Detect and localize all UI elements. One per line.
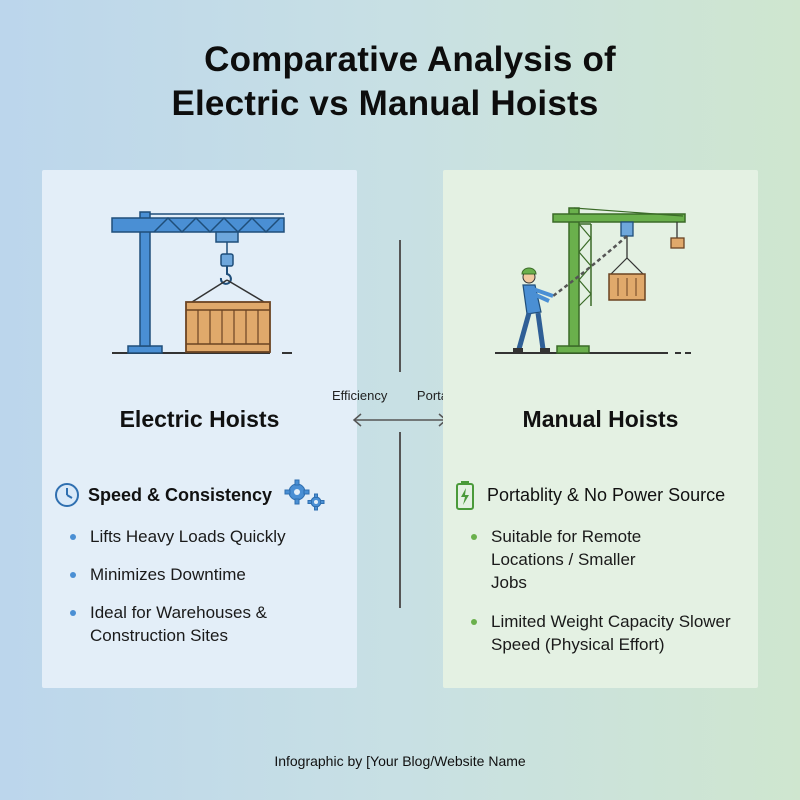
title-line-2: Electric vs Manual Hoists xyxy=(171,84,599,123)
electric-feature-label: Speed & Consistency xyxy=(88,484,273,505)
list-item: Ideal for Warehouses & Construction Site… xyxy=(70,601,300,647)
list-item: Limited Weight Capacity Slower Speed (Ph… xyxy=(471,610,746,656)
list-item: Suitable for Remote Locations / Smaller … xyxy=(471,525,671,594)
manual-feature: Portablity & No Power Source xyxy=(455,480,750,510)
electric-crane-illustration xyxy=(111,211,292,354)
gears-icon xyxy=(284,479,325,511)
manual-feature-label: Portablity & No Power Source xyxy=(487,484,726,505)
center-divider-top xyxy=(399,240,401,372)
center-divider-bottom xyxy=(399,432,401,608)
battery-icon xyxy=(456,481,474,510)
electric-bullets: Lifts Heavy Loads Quickly Minimizes Down… xyxy=(70,525,349,662)
clock-icon xyxy=(55,483,79,507)
manual-bullets: Suitable for Remote Locations / Smaller … xyxy=(471,525,750,670)
electric-hoists-panel: Electric Hoists Speed & Consistency Lift… xyxy=(42,170,357,688)
electric-feature: Speed & Consistency xyxy=(54,479,349,511)
manual-hoists-panel: Manual Hoists Portablity & No Power Sour… xyxy=(443,170,758,688)
manual-crane-illustration xyxy=(495,207,691,354)
title-line-1: Comparative Analysis of xyxy=(204,40,616,79)
manual-heading: Manual Hoists xyxy=(522,406,679,432)
list-item: Minimizes Downtime xyxy=(70,563,349,586)
footer-credit: Infographic by [Your Blog/Website Name xyxy=(274,753,526,769)
electric-heading: Electric Hoists xyxy=(119,406,280,432)
efficiency-label: Efficiency xyxy=(332,388,388,403)
page-title: Comparative Analysis of Electric vs Manu… xyxy=(0,38,800,126)
list-item: Lifts Heavy Loads Quickly xyxy=(70,525,349,548)
double-arrow-icon xyxy=(352,413,448,427)
